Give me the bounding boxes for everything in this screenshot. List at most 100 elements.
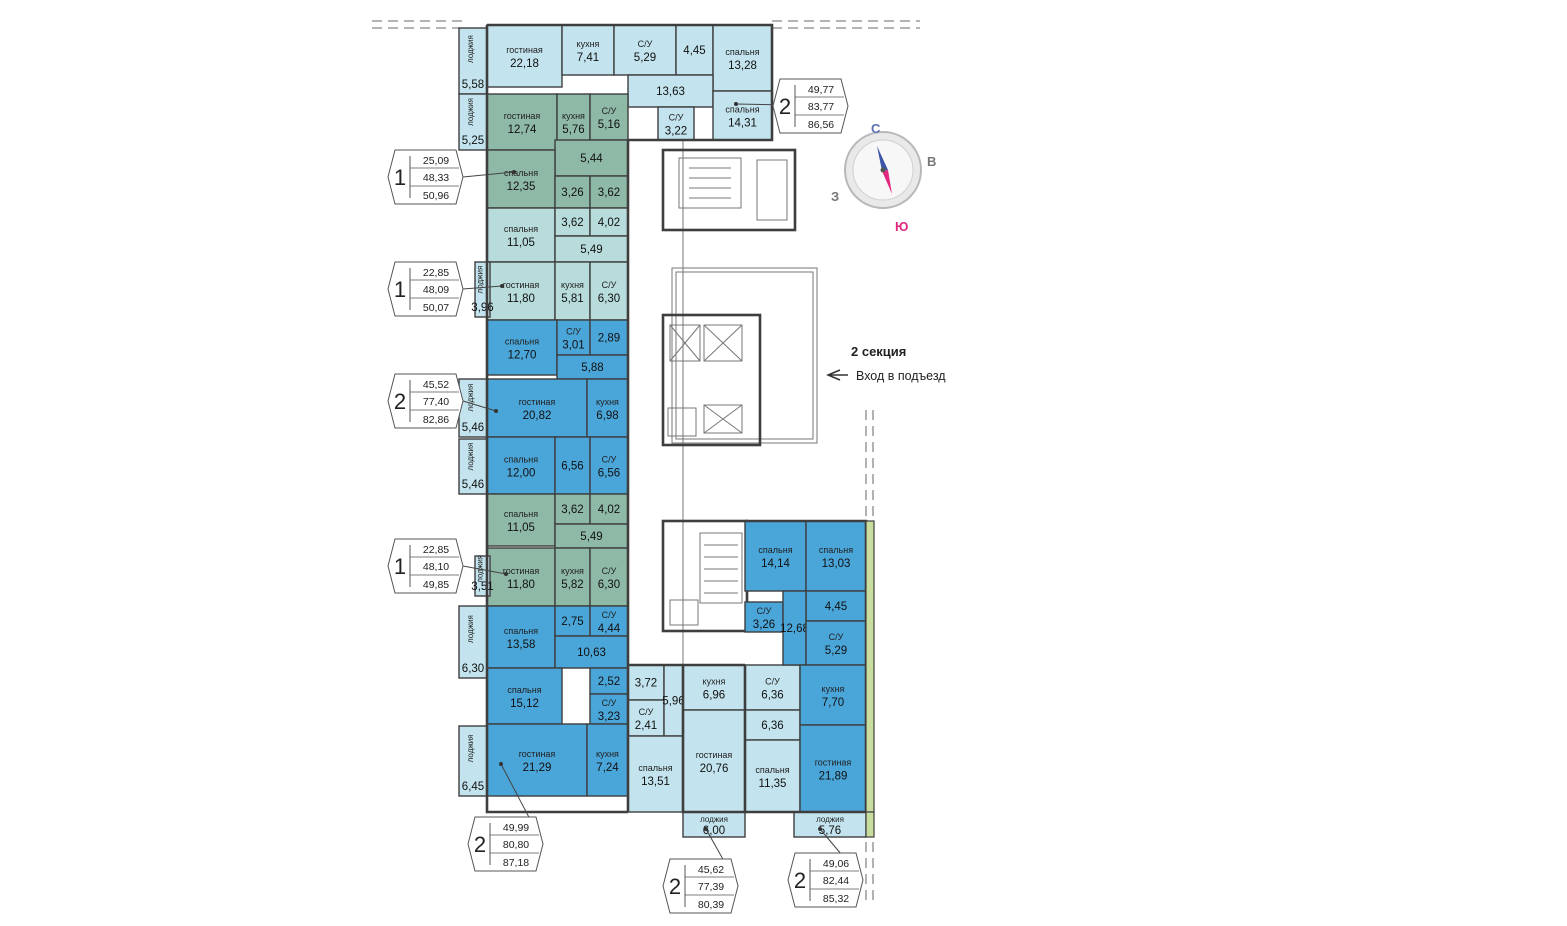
badge-area-with-loggia: 49,85 [423, 579, 449, 591]
room-area: 20,76 [700, 763, 729, 775]
room: С/У3,26 [744, 601, 784, 633]
room-area: 13,58 [507, 639, 536, 651]
room-label: спальня [505, 337, 539, 347]
room-shape [486, 667, 563, 725]
room: С/У5,16 [589, 93, 629, 141]
badge-leader [462, 285, 503, 290]
loggia-area: 3,96 [471, 302, 493, 314]
room-label: С/У [602, 566, 617, 576]
room-shape [627, 699, 665, 737]
room-area: 14,14 [761, 558, 790, 570]
badge-total-area: 48,09 [423, 284, 449, 296]
room: 6,36 [744, 709, 801, 741]
badge-total-area: 77,39 [698, 881, 724, 893]
room: 3,26 [554, 175, 591, 209]
room-shape [744, 520, 807, 592]
room-area: 4,02 [598, 217, 620, 229]
room-label: С/У [602, 280, 617, 290]
room-area: 7,70 [822, 697, 844, 709]
room-area: 13,28 [728, 60, 757, 72]
room-shape [712, 24, 773, 92]
room-area: 6,36 [761, 690, 783, 702]
room-shape [486, 207, 556, 263]
compass-north: С [871, 121, 881, 136]
room: 3,62 [554, 207, 591, 237]
room-area: 5,88 [581, 362, 603, 374]
loggia-label: лоджия [466, 443, 475, 471]
badge-living-area: 22,85 [423, 267, 449, 279]
room-label: спальня [504, 509, 538, 519]
room-shape [486, 723, 588, 797]
room-shape [486, 547, 556, 607]
room-label: кухня [577, 39, 600, 49]
compass-south: Ю [895, 219, 908, 234]
badge-living-area: 22,85 [423, 544, 449, 556]
room-shape [682, 664, 746, 711]
room-label: спальня [725, 105, 759, 115]
room-area: 4,02 [598, 504, 620, 516]
compass-needle-north-icon [877, 146, 888, 171]
room-label: гостиная [504, 111, 541, 121]
room-area: 4,44 [598, 623, 621, 635]
room-shape [486, 319, 558, 376]
room-area: 15,12 [510, 698, 539, 710]
badge-total-area: 48,33 [423, 172, 449, 184]
room-area: 20,82 [523, 410, 552, 422]
badge-frame [387, 261, 464, 317]
loggia-label: лоджия [466, 35, 475, 63]
room-area: 3,26 [753, 619, 775, 631]
room-shape [805, 620, 867, 666]
loggia-shape [458, 93, 488, 151]
room: 3,72 [627, 664, 665, 701]
room-label: кухня [561, 280, 584, 290]
badge-room-count: 2 [394, 389, 406, 414]
loggia-area: 3,51 [471, 581, 493, 593]
badge-leader [462, 171, 515, 178]
room-shape [486, 436, 556, 495]
room-label: спальня [758, 545, 792, 555]
room-shape [744, 664, 801, 711]
room: 12,68 [780, 590, 809, 666]
room-label: спальня [725, 47, 759, 57]
badge-area-with-loggia: 50,96 [423, 190, 449, 202]
room: 2,75 [554, 605, 591, 637]
room-area: 5,81 [561, 293, 583, 305]
room-shape [554, 261, 591, 321]
room: С/У3,23 [589, 693, 629, 725]
badge-frame [772, 78, 849, 134]
room-label: кухня [596, 749, 619, 759]
room-shape [712, 90, 773, 141]
badge-dot-icon [494, 409, 498, 413]
section-title: 2 секция [851, 344, 906, 359]
room: 10,63 [554, 635, 629, 669]
badge-area-with-loggia: 86,56 [808, 119, 834, 131]
room: 5,49 [554, 523, 629, 549]
room-area: 3,26 [561, 187, 583, 199]
room-area: 5,49 [580, 531, 602, 543]
badge-frame [467, 816, 544, 872]
badge-total-area: 82,44 [823, 875, 849, 887]
room-area: 5,44 [580, 153, 603, 165]
room: 4,02 [589, 207, 629, 237]
badge-dot-icon [704, 827, 708, 831]
room-shape [554, 547, 591, 607]
room-shape [486, 93, 558, 151]
room-area: 3,62 [561, 504, 583, 516]
room: 5,96 [662, 664, 685, 737]
room: С/У6,56 [589, 436, 629, 495]
room-label: гостиная [696, 750, 733, 760]
room-area: 11,35 [759, 778, 787, 790]
room: С/У6,30 [589, 261, 629, 321]
